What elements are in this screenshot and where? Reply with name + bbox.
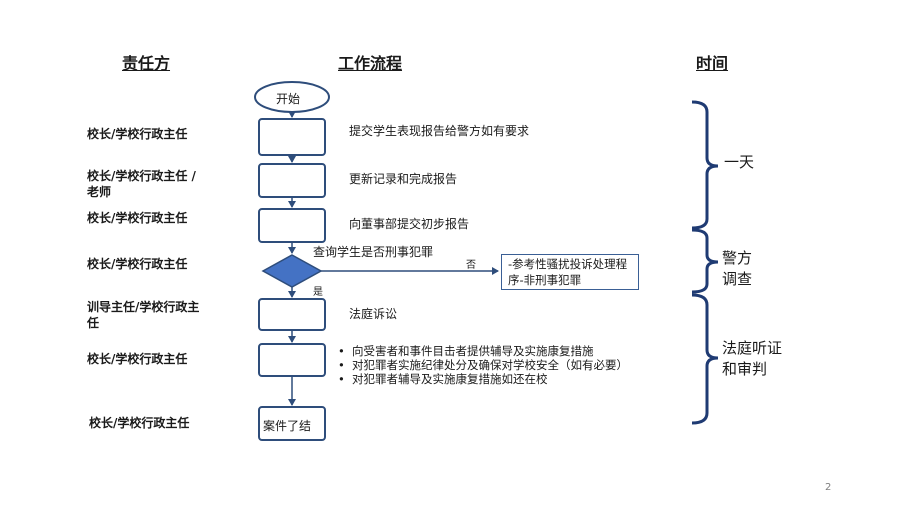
bracket-court — [691, 293, 719, 425]
time-one-day: 一天 — [724, 153, 755, 171]
decision-yes-label: 是 — [313, 287, 323, 298]
process-box-2 — [258, 163, 326, 198]
decision-question: 查询学生是否刑事犯罪 — [313, 245, 434, 259]
measures-list: 向受害者和事件目击者提供辅导及实施康复措施 对犯罪者实施纪律处分及确保对学校安全… — [338, 344, 628, 386]
process-box-4 — [258, 298, 326, 331]
responsible-2: 校长/学校行政主任 / 老师 — [87, 169, 196, 199]
process-box-3 — [258, 208, 326, 243]
measure-item: 对犯罪者辅导及实施康复措施如还在校 — [338, 372, 628, 386]
header-workflow: 工作流程 — [338, 54, 403, 73]
end-label: 案件了结 — [263, 419, 312, 433]
measure-item: 对犯罪者实施纪律处分及确保对学校安全（如有必要） — [338, 358, 628, 372]
end-node-box — [258, 406, 326, 441]
header-time: 时间 — [696, 54, 729, 73]
page-number: 2 — [825, 482, 832, 493]
process-box-1 — [258, 118, 326, 156]
bracket-one-day — [691, 100, 719, 230]
responsible-3: 校长/学校行政主任 — [87, 211, 188, 225]
step-3-text: 向董事部提交初步报告 — [349, 217, 470, 231]
measure-item: 向受害者和事件目击者提供辅导及实施康复措施 — [338, 344, 628, 358]
header-responsible: 责任方 — [122, 54, 171, 73]
step-4-text: 法庭诉讼 — [349, 307, 398, 321]
reference-procedure-box: -参考性骚扰投诉处理程序-非刑事犯罪 — [501, 254, 639, 290]
time-court-hearing: 法庭听证和审判 — [722, 339, 783, 378]
step-2-text: 更新记录和完成报告 — [349, 172, 458, 186]
responsible-7: 校长/学校行政主任 — [89, 416, 190, 430]
bracket-police — [691, 228, 719, 294]
responsible-4: 校长/学校行政主任 — [87, 257, 188, 271]
step-1-text: 提交学生表现报告给警方如有要求 — [349, 124, 530, 138]
responsible-6: 校长/学校行政主任 — [87, 352, 188, 366]
time-police-investigation: 警方调查 — [722, 249, 753, 288]
responsible-5: 训导主任/学校行政主任 — [87, 300, 200, 330]
start-label: 开始 — [276, 92, 301, 106]
decision-no-label: 否 — [466, 260, 476, 271]
responsible-1: 校长/学校行政主任 — [87, 127, 188, 141]
process-box-5 — [258, 343, 326, 377]
